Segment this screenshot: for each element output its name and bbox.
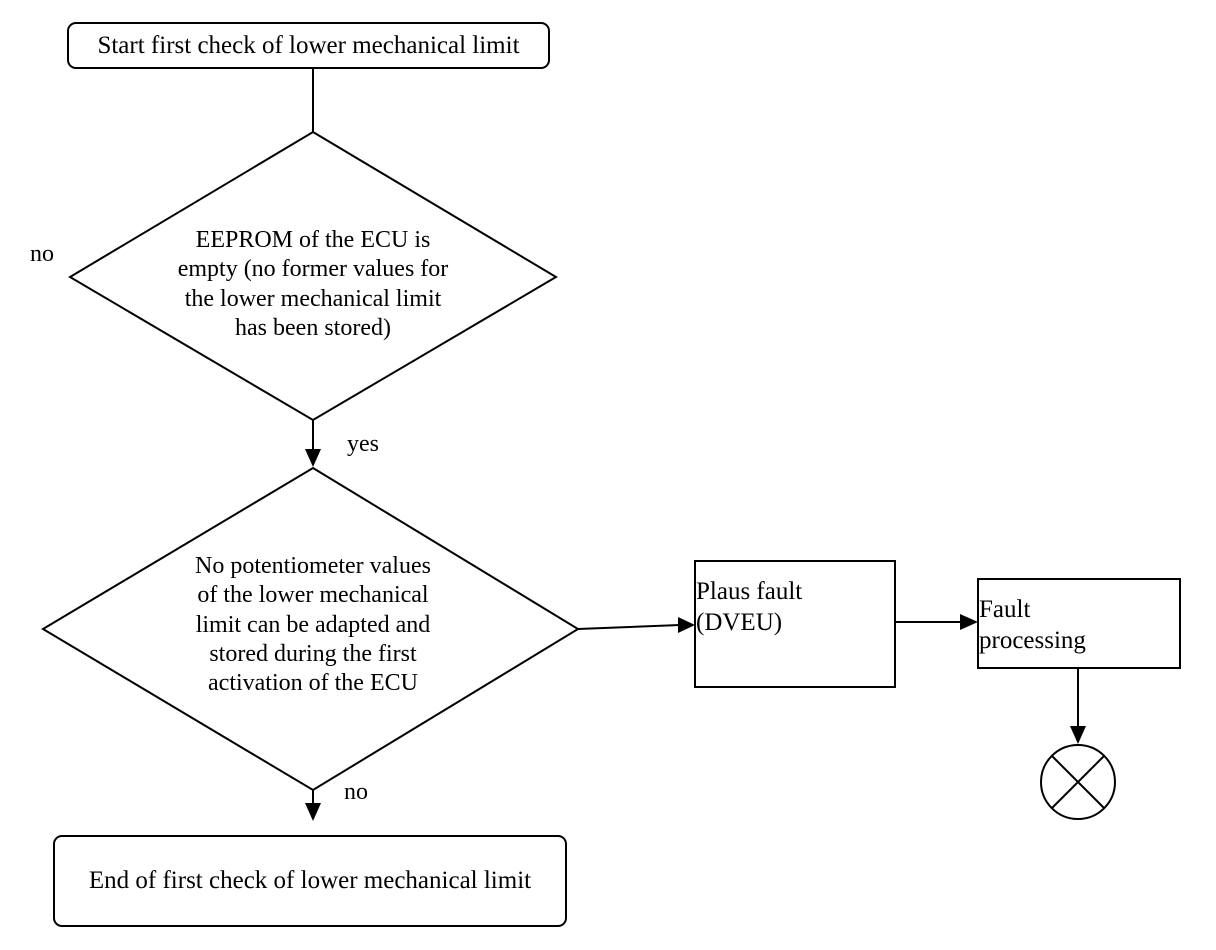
decision-potentiometer-text: No potentiometer values of the lower mec… xyxy=(163,552,463,698)
decision-eeprom-line: empty (no former values for xyxy=(177,256,449,283)
arrowhead-plaus xyxy=(678,617,695,633)
arrowhead-yes xyxy=(305,449,321,467)
decision-potentiometer-line: stored during the first xyxy=(209,640,417,667)
decision-eeprom-text: EEPROM of the ECU is empty (no former va… xyxy=(153,226,473,343)
decision-potentiometer-line: of the lower mechanical xyxy=(197,582,429,609)
decision-eeprom-line: the lower mechanical limit xyxy=(184,285,442,312)
plaus-fault-node: Plaus fault (DVEU) xyxy=(694,560,896,688)
connector-potentiometer-to-plaus xyxy=(577,624,681,630)
arrowhead-fault xyxy=(960,614,978,630)
decision-potentiometer-line: No potentiometer values xyxy=(195,553,431,579)
decision-eeprom-line: EEPROM of the ECU is xyxy=(195,227,431,253)
arrowhead-no-bottom xyxy=(305,803,321,821)
start-node: Start first check of lower mechanical li… xyxy=(67,22,550,69)
label-no-left: no xyxy=(30,241,54,267)
fault-processing-line: processing xyxy=(979,627,1086,655)
decision-eeprom-line: has been stored) xyxy=(235,314,391,341)
decision-potentiometer-line: limit can be adapted and xyxy=(195,611,431,638)
fault-processing-line: Fault xyxy=(979,596,1031,623)
decision-potentiometer-line: activation of the ECU xyxy=(208,670,418,697)
fault-processing-node: Fault processing xyxy=(977,578,1181,669)
end-node: End of first check of lower mechanical l… xyxy=(53,835,567,927)
stop-cross-circle-icon xyxy=(1040,744,1116,820)
label-yes: yes xyxy=(347,431,379,457)
plaus-fault-line: Plaus fault xyxy=(696,578,803,605)
label-no-bottom: no xyxy=(344,779,368,805)
arrowhead-terminator xyxy=(1070,726,1086,744)
plaus-fault-line: (DVEU) xyxy=(696,609,783,637)
